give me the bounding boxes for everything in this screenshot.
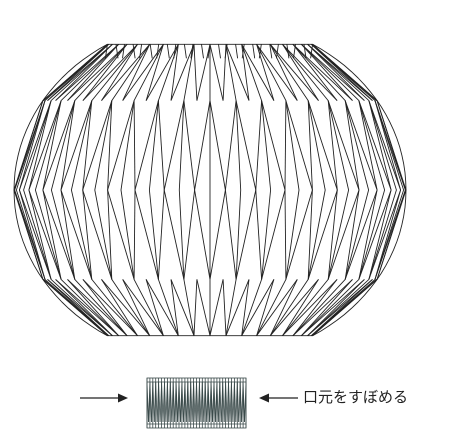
annotation-label: 口元をすぼめる: [303, 388, 409, 406]
lantern-neck: [146, 377, 247, 429]
lantern-body: [13, 43, 407, 337]
left-arrow: [80, 393, 128, 403]
right-arrow: [259, 393, 298, 403]
